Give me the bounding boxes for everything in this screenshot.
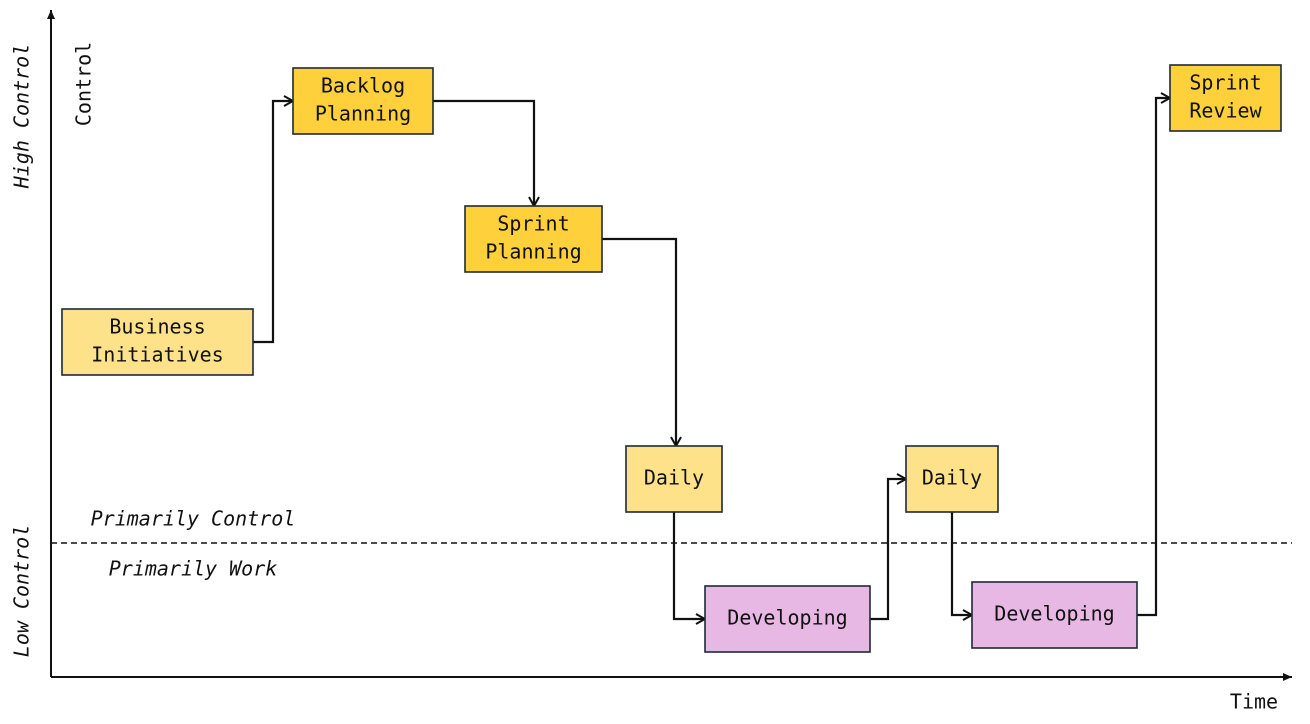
node-label: Planning — [315, 102, 411, 126]
node-label: Planning — [485, 240, 581, 264]
connector-daily-2-to-developing-2 — [950, 512, 972, 615]
node-label: Daily — [644, 466, 704, 490]
node-box — [1169, 64, 1282, 132]
node-label: Developing — [727, 606, 847, 630]
nodes: BusinessInitiativesBacklogPlanningSprint… — [61, 64, 1282, 653]
connector-business-initiatives-to-backlog-planning — [253, 101, 293, 344]
node-box — [704, 585, 871, 653]
y-axis-label: Control — [72, 42, 96, 126]
connector-backlog-planning-to-sprint-planning — [433, 99, 534, 206]
connector-sprint-planning-to-daily-1 — [602, 237, 676, 446]
node-box — [292, 67, 434, 135]
node-box — [464, 205, 603, 273]
node-developing-1: Developing — [704, 585, 871, 653]
node-box — [971, 581, 1138, 649]
node-label: Developing — [994, 602, 1114, 626]
node-daily-1: Daily — [625, 445, 723, 513]
node-box — [625, 445, 723, 513]
node-label: Sprint — [1189, 71, 1261, 95]
node-daily-2: Daily — [905, 445, 999, 513]
connector-developing-1-to-daily-2 — [870, 479, 906, 621]
x-axis-label: Time — [1230, 690, 1278, 714]
node-label: Sprint — [497, 212, 569, 236]
connector-developing-2-to-sprint-review — [1137, 98, 1170, 617]
node-label: Backlog — [321, 74, 405, 98]
node-box — [61, 308, 254, 376]
node-developing-2: Developing — [971, 581, 1138, 649]
connector-daily-1-to-developing-1 — [672, 512, 705, 619]
y-high-label: High Control — [10, 44, 34, 190]
node-label: Business — [109, 315, 205, 339]
zone-upper-label: Primarily Control — [91, 507, 296, 531]
y-low-label: Low Control — [10, 525, 34, 657]
node-label: Review — [1189, 99, 1262, 123]
zone-lower-label: Primarily Work — [109, 557, 278, 581]
connectors — [253, 98, 1170, 619]
node-label: Daily — [922, 466, 982, 490]
node-label: Initiatives — [91, 343, 223, 367]
node-box — [905, 445, 999, 513]
